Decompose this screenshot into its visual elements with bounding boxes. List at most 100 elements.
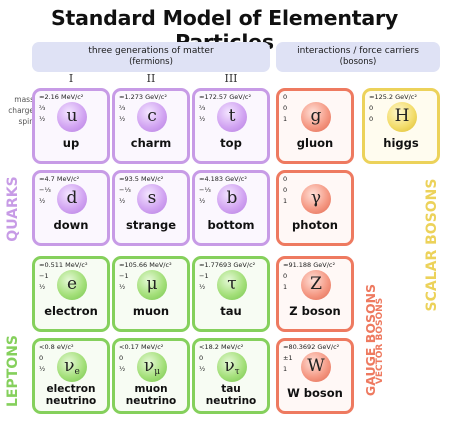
charge-value: −⅓ xyxy=(199,186,211,194)
particle-card-down: ≈4.7 MeV/c² −⅓ ½ d down xyxy=(32,170,110,246)
particle-card-top: ≈172.57 GeV/c² ⅔ ½ t top xyxy=(192,88,270,164)
charge-value: ⅔ xyxy=(39,104,46,112)
particle-name-line1: tau xyxy=(221,383,241,395)
charge-value: −1 xyxy=(39,272,49,280)
mass-value: ≈172.57 GeV/c² xyxy=(199,93,252,101)
particle-card-strange: ≈93.5 MeV/c² −⅓ ½ s strange xyxy=(112,170,190,246)
particle-symbol: ντ xyxy=(217,352,247,382)
spin-value: ½ xyxy=(39,365,46,373)
spin-value: ½ xyxy=(39,197,46,205)
spin-value: 1 xyxy=(283,197,288,205)
particle-name: muon xyxy=(132,304,170,318)
particle-name: down xyxy=(53,218,89,232)
mass-value: ≈1.77693 GeV/c² xyxy=(199,261,256,269)
spin-value: ½ xyxy=(119,283,126,291)
particle-name: gluon xyxy=(296,136,334,150)
particle-card-charm: ≈1.273 GeV/c² ⅔ ½ c charm xyxy=(112,88,190,164)
bosons-banner-subtitle: (bosons) xyxy=(339,57,377,67)
particle-name: charm xyxy=(130,136,172,150)
particle-symbol: νe xyxy=(57,352,87,382)
particle-name-line2: neutrino xyxy=(125,394,177,407)
particle-symbol: τ xyxy=(217,270,247,300)
charge-row-label: charge xyxy=(8,106,34,115)
spin-value: ½ xyxy=(119,365,126,373)
mass-value: ≈1.273 GeV/c² xyxy=(119,93,167,101)
particle-symbol: b xyxy=(217,184,247,214)
mass-value: ≈93.5 MeV/c² xyxy=(119,175,164,183)
bosons-banner: interactions / force carriers (bosons) xyxy=(276,42,440,72)
fermions-banner: three generations of matter (fermions) xyxy=(32,42,270,72)
mass-value: ≈4.7 MeV/c² xyxy=(39,175,80,183)
particle-card-bottom: ≈4.183 GeV/c² −⅓ ½ b bottom xyxy=(192,170,270,246)
quarks-label: QUARKS xyxy=(5,176,21,242)
particle-symbol: t xyxy=(217,102,247,132)
particle-card-up: ≈2.16 MeV/c² ⅔ ½ u up xyxy=(32,88,110,164)
particle-card-muon: ≈105.66 MeV/c² −1 ½ μ muon xyxy=(112,256,190,332)
spin-row-label: spin xyxy=(18,117,34,126)
spin-value: ½ xyxy=(199,365,206,373)
symbol-subscript: e xyxy=(74,367,80,377)
mass-value: ≈105.66 MeV/c² xyxy=(119,261,172,269)
scalar-bosons-label: SCALAR BOSONS xyxy=(424,178,440,312)
charge-value: ±1 xyxy=(283,354,293,362)
bosons-banner-title: interactions / force carriers xyxy=(297,46,419,56)
particle-symbol: νμ xyxy=(137,352,167,382)
symbol-main: ν xyxy=(143,356,155,376)
mass-value: ≈2.16 MeV/c² xyxy=(39,93,84,101)
particle-symbol: μ xyxy=(137,270,167,300)
particle-symbol: H xyxy=(387,102,417,132)
particle-name: Z boson xyxy=(289,304,341,318)
particle-symbol: s xyxy=(137,184,167,214)
mass-value: ≈91.188 GeV/c² xyxy=(283,261,336,269)
mass-value: ≈4.183 GeV/c² xyxy=(199,175,247,183)
particle-card-z-boson: ≈91.188 GeV/c² 0 1 Z Z boson xyxy=(276,256,354,332)
spin-value: ½ xyxy=(39,115,46,123)
particle-name-line2: neutrino xyxy=(205,394,257,407)
spin-value: 1 xyxy=(283,115,288,123)
mass-value: <0.8 eV/c² xyxy=(39,343,74,351)
spin-value: ½ xyxy=(119,115,126,123)
charge-value: 0 xyxy=(199,354,204,362)
charge-value: 0 xyxy=(369,104,374,112)
particle-symbol: u xyxy=(57,102,87,132)
particle-card-photon: 0 0 1 γ photon xyxy=(276,170,354,246)
spin-value: 0 xyxy=(369,115,374,123)
generation-label-3: III xyxy=(224,72,238,85)
mass-value: ≈125.2 GeV/c² xyxy=(369,93,417,101)
spin-value: 1 xyxy=(283,283,288,291)
charge-value: −⅓ xyxy=(119,186,131,194)
particle-name: photon xyxy=(292,218,338,232)
spin-value: 1 xyxy=(283,365,288,373)
particle-name-line1: muon xyxy=(134,383,168,395)
particle-symbol: e xyxy=(57,270,87,300)
charge-value: ⅔ xyxy=(199,104,206,112)
charge-value: 0 xyxy=(283,104,288,112)
symbol-main: ν xyxy=(224,356,235,376)
mass-value: 0 xyxy=(283,175,288,183)
symbol-main: ν xyxy=(64,356,75,376)
particle-symbol: d xyxy=(57,184,87,214)
charge-value: −⅓ xyxy=(39,186,51,194)
particle-name: up xyxy=(62,136,80,150)
particle-name: tau xyxy=(220,304,242,318)
charge-value: −1 xyxy=(199,272,209,280)
particle-symbol: γ xyxy=(301,184,331,214)
mass-value: ≈0.511 MeV/c² xyxy=(39,261,88,269)
fermions-banner-subtitle: (fermions) xyxy=(129,57,173,67)
charge-value: 0 xyxy=(119,354,124,362)
particle-symbol: g xyxy=(301,102,331,132)
spin-value: ½ xyxy=(199,115,206,123)
mass-value: ≈80.3692 GeV/c² xyxy=(283,343,340,351)
spin-value: ½ xyxy=(119,197,126,205)
particle-name-line2: neutrino xyxy=(45,394,97,407)
mass-value: 0 xyxy=(283,93,288,101)
particle-name: higgs xyxy=(383,136,419,150)
generation-label-1: I xyxy=(68,72,74,85)
particle-card-higgs: ≈125.2 GeV/c² 0 0 H higgs xyxy=(362,88,440,164)
mass-value: <18.2 MeV/c² xyxy=(199,343,244,351)
